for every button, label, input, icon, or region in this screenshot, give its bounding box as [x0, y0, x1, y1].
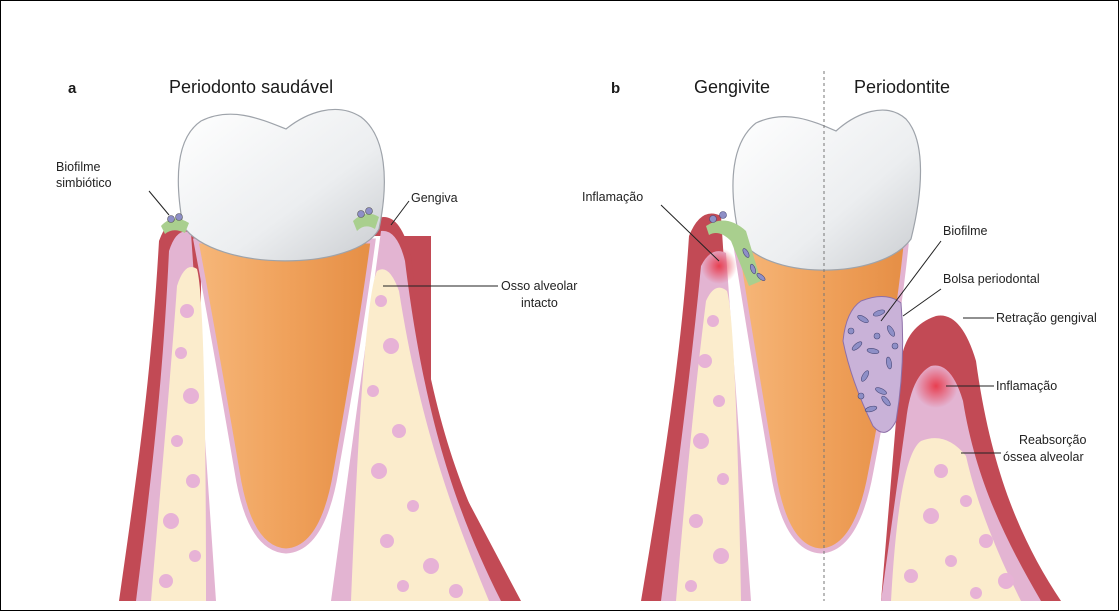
inflammation-spot-left	[701, 248, 737, 284]
panel-b: b Gengivite Periodontite Inflamação Biof…	[582, 71, 1097, 601]
leader-biofilm	[149, 191, 169, 215]
panel-a-title: Periodonto saudável	[169, 77, 333, 97]
panel-b-title-periodontitis: Periodontite	[854, 77, 950, 97]
label-bone-line1: Osso alveolar	[501, 279, 577, 293]
label-gingiva: Gengiva	[411, 191, 458, 205]
label-recession: Retração gengival	[996, 311, 1097, 325]
label-resorption-line2: óssea alveolar	[1003, 450, 1084, 464]
label-biofilm-line1: Biofilme	[56, 160, 101, 174]
label-biofilm-line2: simbiótico	[56, 176, 112, 190]
leader-pocket	[903, 289, 941, 316]
label-bone-line2: intacto	[521, 296, 558, 310]
leader-gingiva	[391, 201, 409, 225]
label-inflammation-right: Inflamação	[996, 379, 1057, 393]
tooth-crown-b	[733, 110, 921, 270]
panel-b-letter: b	[611, 80, 620, 97]
label-pocket: Bolsa periodontal	[943, 272, 1040, 286]
label-biofilm-b: Biofilme	[943, 224, 988, 238]
tooth-crown	[178, 109, 384, 260]
label-resorption-line1: Reabsorção	[1019, 433, 1086, 447]
panel-b-title-gingivitis: Gengivite	[694, 77, 770, 97]
panel-a-letter: a	[68, 80, 77, 97]
panel-a: a Periodonto saudável Biofilme simbiótic…	[56, 77, 577, 601]
label-inflammation-left: Inflamação	[582, 190, 643, 204]
